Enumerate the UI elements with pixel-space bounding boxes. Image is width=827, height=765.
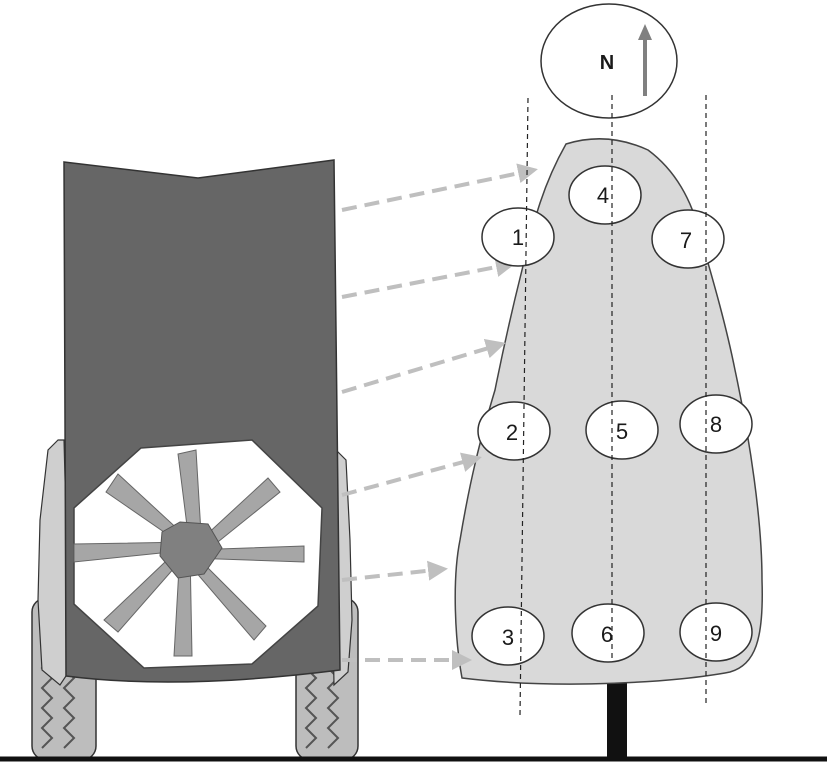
position-labels: 1 2 3 4 5 6 7 8 9 (502, 183, 722, 650)
spray-arrow-5 (341, 560, 448, 582)
position-9-marker (679, 602, 753, 662)
position-7-label: 7 (680, 228, 692, 253)
sampling-lines (519, 95, 707, 716)
position-4-label: 4 (597, 183, 609, 208)
position-3-label: 3 (502, 625, 514, 650)
position-3-marker (471, 606, 545, 666)
position-5-marker (585, 400, 659, 460)
position-markers (471, 165, 753, 666)
spray-arrow-3 (341, 339, 506, 394)
position-9-label: 9 (710, 621, 722, 646)
spray-arrow-4 (341, 452, 482, 497)
position-8-label: 8 (710, 412, 722, 437)
sampling-line-west (519, 97, 529, 716)
position-4-marker (568, 165, 642, 225)
spray-arrows (341, 163, 538, 670)
spray-arrow-2 (341, 257, 516, 299)
compass-label: N (600, 52, 614, 74)
position-2-marker (477, 401, 551, 461)
position-6-label: 6 (601, 622, 613, 647)
position-6-marker (571, 603, 645, 663)
position-5-label: 5 (616, 419, 628, 444)
position-8-marker (679, 394, 753, 454)
north-arrow-icon (638, 24, 652, 96)
position-2-label: 2 (506, 420, 518, 445)
spray-arrow-1 (341, 163, 538, 212)
position-1-label: 1 (512, 225, 524, 250)
fan-hub (159, 521, 223, 579)
position-1-marker (481, 207, 555, 267)
